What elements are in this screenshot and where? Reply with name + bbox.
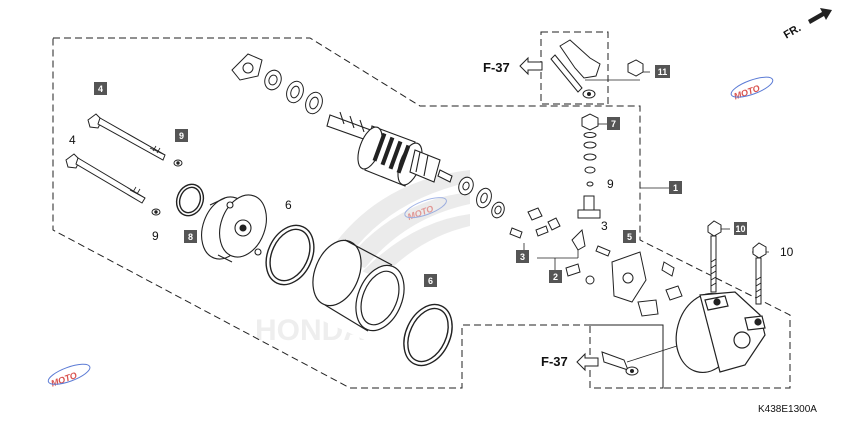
fr-label: FR. — [782, 22, 803, 41]
thrust-washer-set-lower — [458, 176, 505, 219]
callout-6-boxed: 6 — [424, 274, 437, 287]
ref-arrow-bottom: F-37 — [541, 352, 599, 372]
washer-9b — [151, 208, 161, 216]
svg-text:4: 4 — [98, 84, 103, 94]
callout-11: 11 — [655, 65, 670, 78]
svg-text:10: 10 — [780, 245, 794, 259]
callouts: 1 2 3 3 4 4 5 6 6 — [69, 65, 794, 287]
callout-9-plain-left: 9 — [152, 229, 159, 243]
thrust-washer-set-upper — [231, 53, 323, 115]
armature — [326, 111, 453, 187]
bolt-10-right — [752, 242, 767, 305]
diagram-code: K438E1300A — [758, 404, 817, 415]
watermark-logo-text: MOTO — [732, 83, 761, 102]
ref-arrow-top: F-37 — [483, 56, 543, 76]
svg-text:9: 9 — [607, 177, 614, 191]
svg-text:2: 2 — [553, 272, 558, 282]
callout-8: 8 — [184, 230, 197, 243]
long-bolt-lower — [65, 153, 146, 204]
callout-4-boxed: 4 — [94, 82, 107, 95]
cable-terminal-lower — [601, 351, 639, 376]
long-bolt-upper — [87, 113, 166, 161]
callout-1: 1 — [669, 181, 682, 194]
leader-lines — [523, 71, 769, 363]
bolt-10-left — [707, 220, 722, 293]
brush-parts — [509, 207, 683, 317]
callout-9-boxed: 9 — [175, 129, 188, 142]
terminal-stack — [577, 113, 601, 219]
front-cover — [201, 194, 267, 263]
washer-9a — [173, 159, 183, 167]
svg-text:6: 6 — [285, 198, 292, 212]
svg-text:11: 11 — [658, 67, 668, 77]
svg-text:3: 3 — [520, 252, 525, 262]
svg-text:3: 3 — [601, 219, 608, 233]
ref-label-top: F-37 — [483, 60, 510, 75]
svg-text:8: 8 — [188, 232, 193, 242]
svg-text:10: 10 — [735, 224, 745, 234]
o-ring-6-lower — [403, 303, 453, 367]
svg-text:6: 6 — [428, 276, 433, 286]
callout-5: 5 — [623, 230, 636, 243]
svg-text:1: 1 — [673, 183, 678, 193]
callout-4-plain: 4 — [69, 133, 76, 147]
moto-watermark-top-right: MOTO — [730, 76, 774, 102]
ref-label-bottom: F-37 — [541, 354, 568, 369]
svg-text:4: 4 — [69, 133, 76, 147]
moto-watermark-mid-left: MOTO — [47, 363, 91, 389]
callout-9-plain-right: 9 — [607, 177, 614, 191]
callout-10-boxed: 10 — [734, 222, 747, 235]
callout-3-plain: 3 — [601, 219, 608, 233]
rear-cover — [675, 291, 766, 374]
callout-6-plain: 6 — [285, 198, 292, 212]
cable-terminal-top — [550, 39, 644, 99]
watermark-logo-text-2: MOTO — [50, 370, 79, 389]
o-ring-8 — [175, 183, 205, 217]
svg-text:7: 7 — [611, 119, 616, 129]
o-ring-6-upper — [265, 224, 315, 286]
callout-2: 2 — [549, 270, 562, 283]
callout-3-boxed: 3 — [516, 250, 529, 263]
svg-text:9: 9 — [152, 229, 159, 243]
svg-text:5: 5 — [627, 232, 632, 242]
callout-7: 7 — [607, 117, 620, 130]
callout-10-plain: 10 — [780, 245, 794, 259]
svg-text:9: 9 — [179, 131, 184, 141]
front-direction-indicator: FR. — [782, 8, 832, 41]
motor-case — [310, 239, 405, 340]
